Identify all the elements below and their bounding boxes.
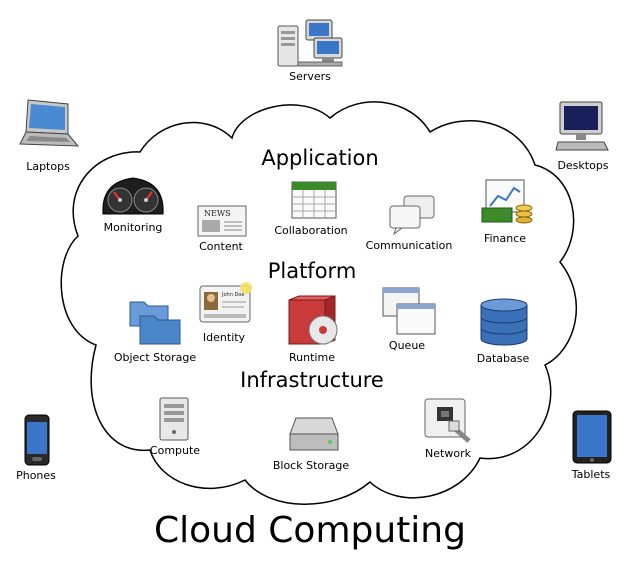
infrastructure-heading: Infrastructure: [240, 368, 384, 392]
runtime-label: Runtime: [289, 351, 335, 364]
servers-icon: [276, 18, 344, 68]
communication-label: Communication: [365, 239, 453, 252]
content-news-icon: NEWS: [196, 204, 248, 238]
application-heading: Application: [261, 146, 379, 170]
block-storage-label: Block Storage: [272, 459, 350, 472]
network-icon: [423, 397, 475, 445]
devices-desktops-label: Desktops: [557, 159, 609, 172]
identity-card-icon: John Doe: [198, 282, 256, 326]
object-storage-label: Object Storage: [113, 351, 197, 364]
network-label: Network: [425, 447, 471, 460]
content-label: Content: [199, 240, 243, 253]
database-label: Database: [476, 352, 530, 365]
compute-label: Compute: [149, 444, 201, 457]
devices-phones-label: Phones: [16, 469, 56, 482]
queue-windows-icon: [381, 286, 437, 336]
object-storage-folders-icon: [128, 296, 182, 346]
runtime-icon: [285, 294, 343, 348]
finance-label: Finance: [483, 232, 527, 245]
devices-servers-label: Servers: [289, 70, 331, 83]
phone-icon: [24, 414, 50, 466]
identity-card-text: John Doe: [221, 292, 244, 298]
queue-label: Queue: [388, 339, 426, 352]
devices-tablets-label: Tablets: [571, 468, 611, 481]
diagram-title: Cloud Computing: [154, 510, 466, 551]
laptop-icon: [18, 96, 82, 152]
monitoring-icon: [100, 176, 166, 218]
database-icon: [479, 297, 529, 347]
tablet-icon: [572, 410, 612, 464]
finance-icon: [480, 178, 534, 228]
news-icon-text: NEWS: [204, 209, 231, 218]
communication-icon: [388, 194, 436, 236]
collaboration-calendar-icon: [290, 178, 338, 222]
collaboration-label: Collaboration: [274, 224, 348, 237]
block-storage-disk-icon: [288, 416, 340, 454]
monitoring-label: Monitoring: [103, 221, 163, 234]
compute-server-icon: [158, 396, 190, 442]
desktop-icon: [555, 100, 610, 152]
identity-label: Identity: [202, 331, 246, 344]
platform-heading: Platform: [267, 259, 357, 283]
devices-laptops-label: Laptops: [26, 160, 70, 173]
